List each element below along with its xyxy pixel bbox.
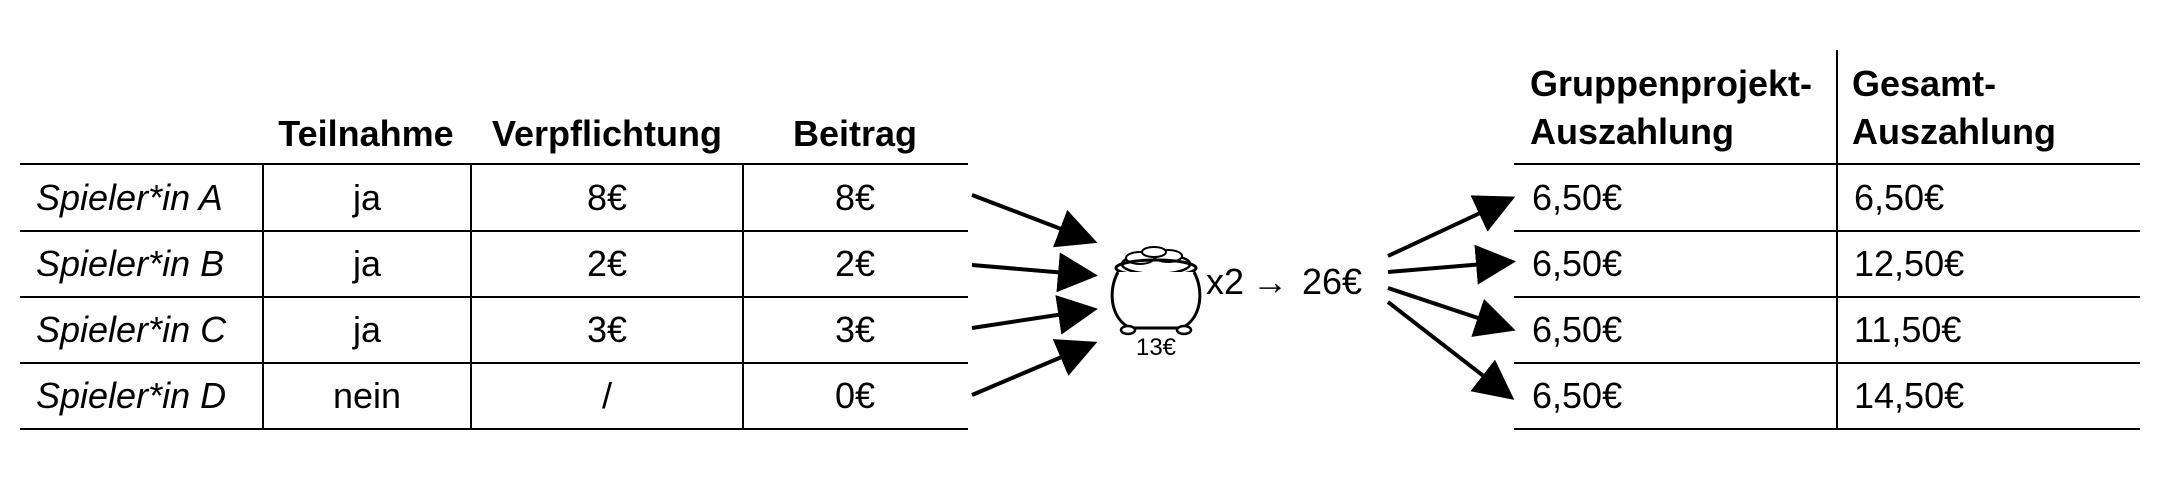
arrow-a-to-pot: [971, 193, 1098, 248]
arrow-b-to-pot: [971, 252, 1098, 293]
header-line: Gruppenprojekt-: [1530, 63, 1813, 104]
participation-cell: ja: [352, 243, 382, 284]
table-rule: [20, 296, 968, 298]
right-arrow-icon: →: [1252, 261, 1288, 302]
arrow-pot-to-c: [1387, 286, 1516, 337]
multiplier-label: x2: [1206, 261, 1245, 302]
commitment-cell: 8€: [586, 176, 628, 218]
table-rule: [20, 428, 968, 430]
table-rule: [1514, 428, 2140, 430]
header-line: Gesamt-: [1852, 63, 1997, 104]
pot-of-coins-icon: [1110, 246, 1202, 336]
header-total-payout: Gesamt- Auszahlung: [1852, 60, 2152, 156]
header-beitrag: Beitrag: [792, 113, 918, 154]
header-verpflichtung: Verpflichtung: [491, 113, 722, 154]
table-rule: [1514, 163, 2140, 165]
pot-amount-label: 13€: [1135, 334, 1177, 361]
table-rule: [20, 163, 968, 165]
player-label: Spieler*in D: [36, 375, 227, 416]
column-divider: [742, 163, 744, 430]
arrow-d-to-pot: [971, 339, 1098, 397]
contribution-cell: 3€: [834, 309, 876, 350]
participation-cell: ja: [352, 176, 382, 218]
player-label: Spieler*in C: [36, 309, 227, 350]
pot-total-label: 26€: [1302, 261, 1363, 302]
commitment-cell: /: [601, 375, 612, 416]
group-payout-cell: 6,50€: [1532, 243, 1623, 284]
arrow-pot-to-b: [1387, 244, 1516, 285]
column-divider: [470, 163, 472, 430]
header-group-payout: Gruppenprojekt- Auszahlung: [1530, 60, 1830, 156]
player-label: Spieler*in B: [36, 243, 225, 284]
column-divider: [262, 163, 264, 430]
table-rule: [1514, 230, 2140, 232]
participation-cell: ja: [352, 309, 382, 350]
arrow-pot-to-d: [1386, 300, 1515, 400]
table-rule: [20, 230, 968, 232]
commitment-cell: 3€: [586, 309, 628, 350]
arrow-pot-to-a: [1387, 195, 1516, 258]
total-payout-cell: 12,50€: [1854, 243, 1965, 284]
total-payout-cell: 14,50€: [1854, 375, 1965, 416]
table-rule: [1514, 362, 2140, 364]
table-rule: [1514, 296, 2140, 298]
column-divider: [1836, 50, 1838, 430]
total-payout-cell: 6,50€: [1854, 176, 1945, 218]
header-line: Auszahlung: [1852, 111, 2056, 152]
total-payout-cell: 11,50€: [1854, 309, 1962, 350]
group-payout-cell: 6,50€: [1532, 176, 1623, 218]
player-label: Spieler*in A: [36, 176, 223, 218]
table-rule: [20, 362, 968, 364]
header-teilnahme: Teilnahme: [278, 113, 454, 154]
contribution-cell: 8€: [834, 176, 876, 218]
group-payout-cell: 6,50€: [1532, 309, 1623, 350]
contribution-cell: 0€: [834, 375, 876, 416]
participation-cell: nein: [332, 375, 402, 416]
arrow-c-to-pot: [971, 295, 1098, 335]
commitment-cell: 2€: [586, 243, 628, 284]
contribution-cell: 2€: [834, 243, 876, 284]
header-line: Auszahlung: [1530, 111, 1734, 152]
group-payout-cell: 6,50€: [1532, 375, 1623, 416]
